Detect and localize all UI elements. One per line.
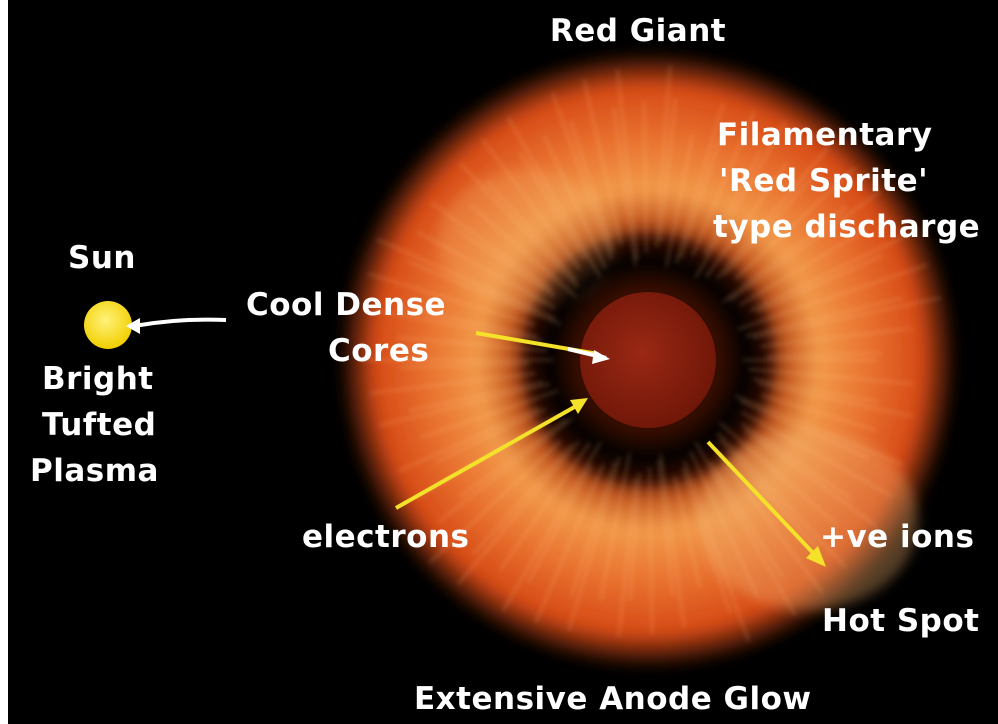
cool-dense-cores-label: Cool Dense Cores [246,282,446,374]
diagram-canvas: Red Giant Filamentary 'Red Sprite' type … [8,0,998,724]
filamentary-line-1: Filamentary [713,112,998,158]
anode-glow-label: Extensive Anode Glow [414,676,812,722]
filamentary-line-2: 'Red Sprite' [713,158,998,204]
filamentary-line-3: type discharge [713,204,998,250]
cool-dense-line-1: Cool Dense [246,282,446,328]
bright-tufted-plasma-label: Bright Tufted Plasma [30,356,159,494]
plasma-line-1: Bright [30,356,159,402]
sun-arrow [126,318,226,334]
hot-spot-label: Hot Spot [822,598,980,644]
filamentary-label: Filamentary 'Red Sprite' type discharge [713,112,998,250]
electrons-label: electrons [302,514,469,560]
plasma-line-3: Plasma [30,448,159,494]
sun-label: Sun [68,235,136,281]
cool-dense-line-2: Cores [246,328,446,374]
red-giant-label: Red Giant [528,8,748,54]
ions-label: +ve ions [820,514,974,560]
sun-circle [84,301,132,349]
plasma-line-2: Tufted [30,402,159,448]
